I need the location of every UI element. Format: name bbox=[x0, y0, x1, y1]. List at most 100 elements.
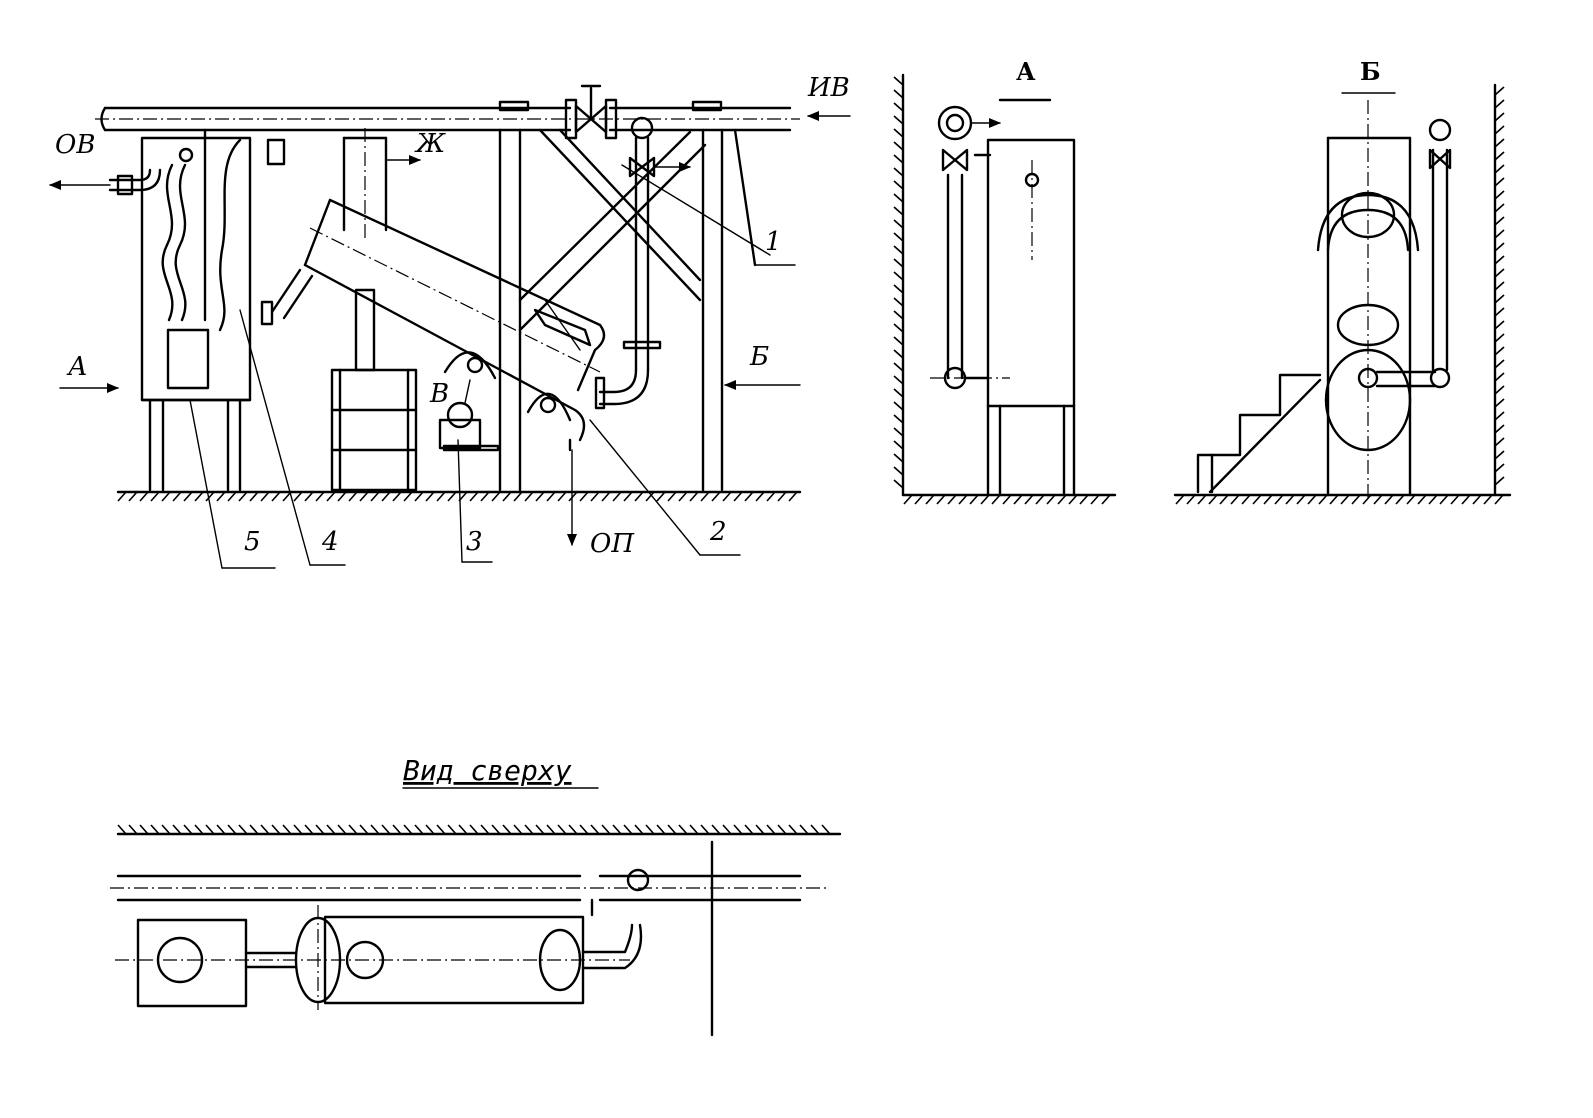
hatch-mark bbox=[788, 824, 798, 835]
hatch-mark bbox=[227, 824, 237, 835]
hatch-mark bbox=[744, 824, 754, 835]
hatch-mark bbox=[1090, 494, 1100, 505]
hatch-mark bbox=[513, 491, 523, 502]
hatch-mark bbox=[392, 824, 402, 835]
hatch-mark bbox=[403, 824, 413, 835]
view-a: А bbox=[893, 57, 1117, 505]
hatch-mark bbox=[1494, 255, 1505, 265]
hatch-mark bbox=[359, 491, 369, 502]
hatch-mark bbox=[172, 491, 182, 502]
main-side-view: ОВ ИВ Ж ОП В А Б 1 2 3 4 5 bbox=[49, 73, 851, 569]
hatch-mark bbox=[623, 491, 633, 502]
hatch-mark bbox=[925, 494, 935, 505]
hatch-mark bbox=[183, 491, 193, 502]
hatch-mark bbox=[1483, 494, 1493, 505]
hatch-mark bbox=[893, 453, 904, 463]
hatch-mark bbox=[590, 824, 600, 835]
hatch-mark bbox=[689, 824, 699, 835]
hatch-mark bbox=[612, 824, 622, 835]
hatch-mark bbox=[1175, 494, 1185, 505]
hatch-mark bbox=[502, 824, 512, 835]
hatch-mark bbox=[1494, 450, 1505, 460]
hatch-mark bbox=[893, 102, 904, 112]
hatch-mark bbox=[678, 824, 688, 835]
hatch-mark bbox=[1252, 494, 1262, 505]
hatch-mark bbox=[1351, 494, 1361, 505]
hatch-mark bbox=[117, 491, 127, 502]
hatch-mark bbox=[893, 154, 904, 164]
hatch-mark bbox=[1494, 385, 1505, 395]
label-op: ОП bbox=[590, 529, 635, 559]
support-frame bbox=[498, 128, 771, 492]
hatch-mark bbox=[216, 824, 226, 835]
hatch-mark bbox=[711, 824, 721, 835]
hatch-mark bbox=[799, 824, 809, 835]
hatch-mark bbox=[1461, 494, 1471, 505]
hatch-mark bbox=[370, 491, 380, 502]
hatch-mark bbox=[656, 491, 666, 502]
hatch-mark bbox=[1494, 463, 1505, 473]
hatch-mark bbox=[700, 824, 710, 835]
hatch-mark bbox=[282, 824, 292, 835]
hatch-mark bbox=[969, 494, 979, 505]
hatch-mark bbox=[893, 271, 904, 281]
hatch-mark bbox=[893, 401, 904, 411]
marker-a: А bbox=[66, 352, 88, 382]
hatch-mark bbox=[447, 491, 457, 502]
hatch-mark bbox=[1384, 494, 1394, 505]
hatch-mark bbox=[238, 824, 248, 835]
hatch-mark bbox=[161, 491, 171, 502]
hatch-mark bbox=[260, 491, 270, 502]
hatch-mark bbox=[1494, 216, 1505, 226]
hatch-mark bbox=[1406, 494, 1416, 505]
hatch-mark bbox=[194, 824, 204, 835]
hatch-mark bbox=[711, 491, 721, 502]
hatch-mark bbox=[315, 491, 325, 502]
hatch-mark bbox=[392, 491, 402, 502]
hatch-mark bbox=[1494, 281, 1505, 291]
hatch-mark bbox=[893, 206, 904, 216]
hatch-mark bbox=[1494, 346, 1505, 356]
hatch-mark bbox=[337, 824, 347, 835]
hatch-mark bbox=[1494, 151, 1505, 161]
hatch-mark bbox=[893, 141, 904, 151]
hatch-mark bbox=[1494, 268, 1505, 278]
hatch-mark bbox=[623, 824, 633, 835]
label-v: В bbox=[429, 379, 449, 409]
hatch-mark bbox=[304, 491, 314, 502]
label-iv: ИВ bbox=[807, 73, 850, 103]
marker-b: Б bbox=[749, 342, 769, 372]
gate-valve bbox=[564, 84, 618, 140]
hatch-mark bbox=[249, 824, 259, 835]
hatch-mark bbox=[1329, 494, 1339, 505]
callout-1: 1 bbox=[765, 227, 782, 257]
hatch-mark bbox=[480, 491, 490, 502]
hatch-mark bbox=[546, 824, 556, 835]
top-view-title: Вид сверху bbox=[403, 754, 572, 787]
hatch-mark bbox=[1002, 494, 1012, 505]
rack bbox=[330, 288, 418, 492]
hatch-mark bbox=[645, 491, 655, 502]
hatch-mark bbox=[1494, 190, 1505, 200]
hatch-mark bbox=[524, 491, 534, 502]
hatch-mark bbox=[777, 824, 787, 835]
hatch-mark bbox=[1494, 138, 1505, 148]
hatch-mark bbox=[1439, 494, 1449, 505]
hatch-mark bbox=[656, 824, 666, 835]
hatch-mark bbox=[744, 491, 754, 502]
hatch-mark bbox=[893, 310, 904, 320]
label-ov: ОВ bbox=[55, 130, 95, 160]
hatch-mark bbox=[414, 491, 424, 502]
hatch-mark bbox=[1472, 494, 1482, 505]
hatch-mark bbox=[634, 491, 644, 502]
hatch-mark bbox=[513, 824, 523, 835]
hatch-mark bbox=[893, 466, 904, 476]
hatch-mark bbox=[1494, 86, 1505, 96]
hatch-mark bbox=[893, 76, 904, 86]
hatch-mark bbox=[128, 491, 138, 502]
hatch-mark bbox=[150, 491, 160, 502]
hatch-mark bbox=[893, 323, 904, 333]
hatch-mark bbox=[579, 491, 589, 502]
hatch-mark bbox=[1285, 494, 1295, 505]
hatch-mark bbox=[893, 180, 904, 190]
